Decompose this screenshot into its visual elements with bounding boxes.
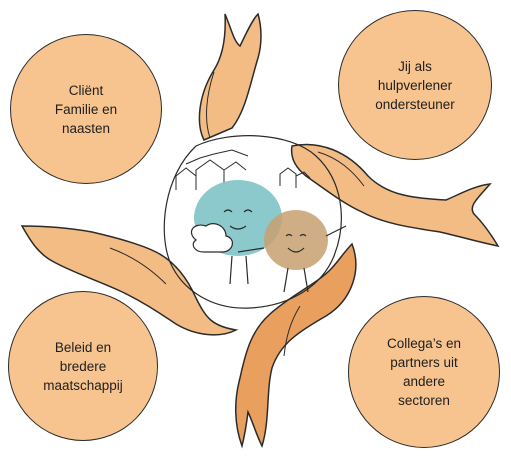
bubble-line: maatschappij [43, 376, 123, 395]
bubble-policy-society: Beleid en bredere maatschappij [8, 291, 158, 441]
bubble-line: sectoren [387, 391, 461, 410]
bubble-line: Beleid en [43, 338, 123, 357]
hand-top-icon [199, 14, 261, 140]
hand-bottom-icon [236, 244, 356, 446]
bubble-line: Cliënt [55, 81, 117, 100]
bubble-line: Collega’s en [387, 334, 461, 353]
bubble-line: Familie en [55, 100, 117, 119]
bubble-line: ondersteuner [375, 95, 455, 114]
bubble-colleagues-partners: Collega’s en partners uit andere sectore… [348, 296, 500, 448]
bubble-line: bredere [43, 357, 123, 376]
bubble-line: naasten [55, 119, 117, 138]
bubble-line: partners uit [387, 353, 461, 372]
bubble-line: hulpverlener [375, 76, 455, 95]
bubble-line: Jij als [375, 57, 455, 76]
bubble-care-worker: Jij als hulpverlener ondersteuner [338, 10, 492, 160]
bubble-client-family: Cliënt Familie en naasten [10, 34, 162, 184]
bubble-line: andere [387, 372, 461, 391]
